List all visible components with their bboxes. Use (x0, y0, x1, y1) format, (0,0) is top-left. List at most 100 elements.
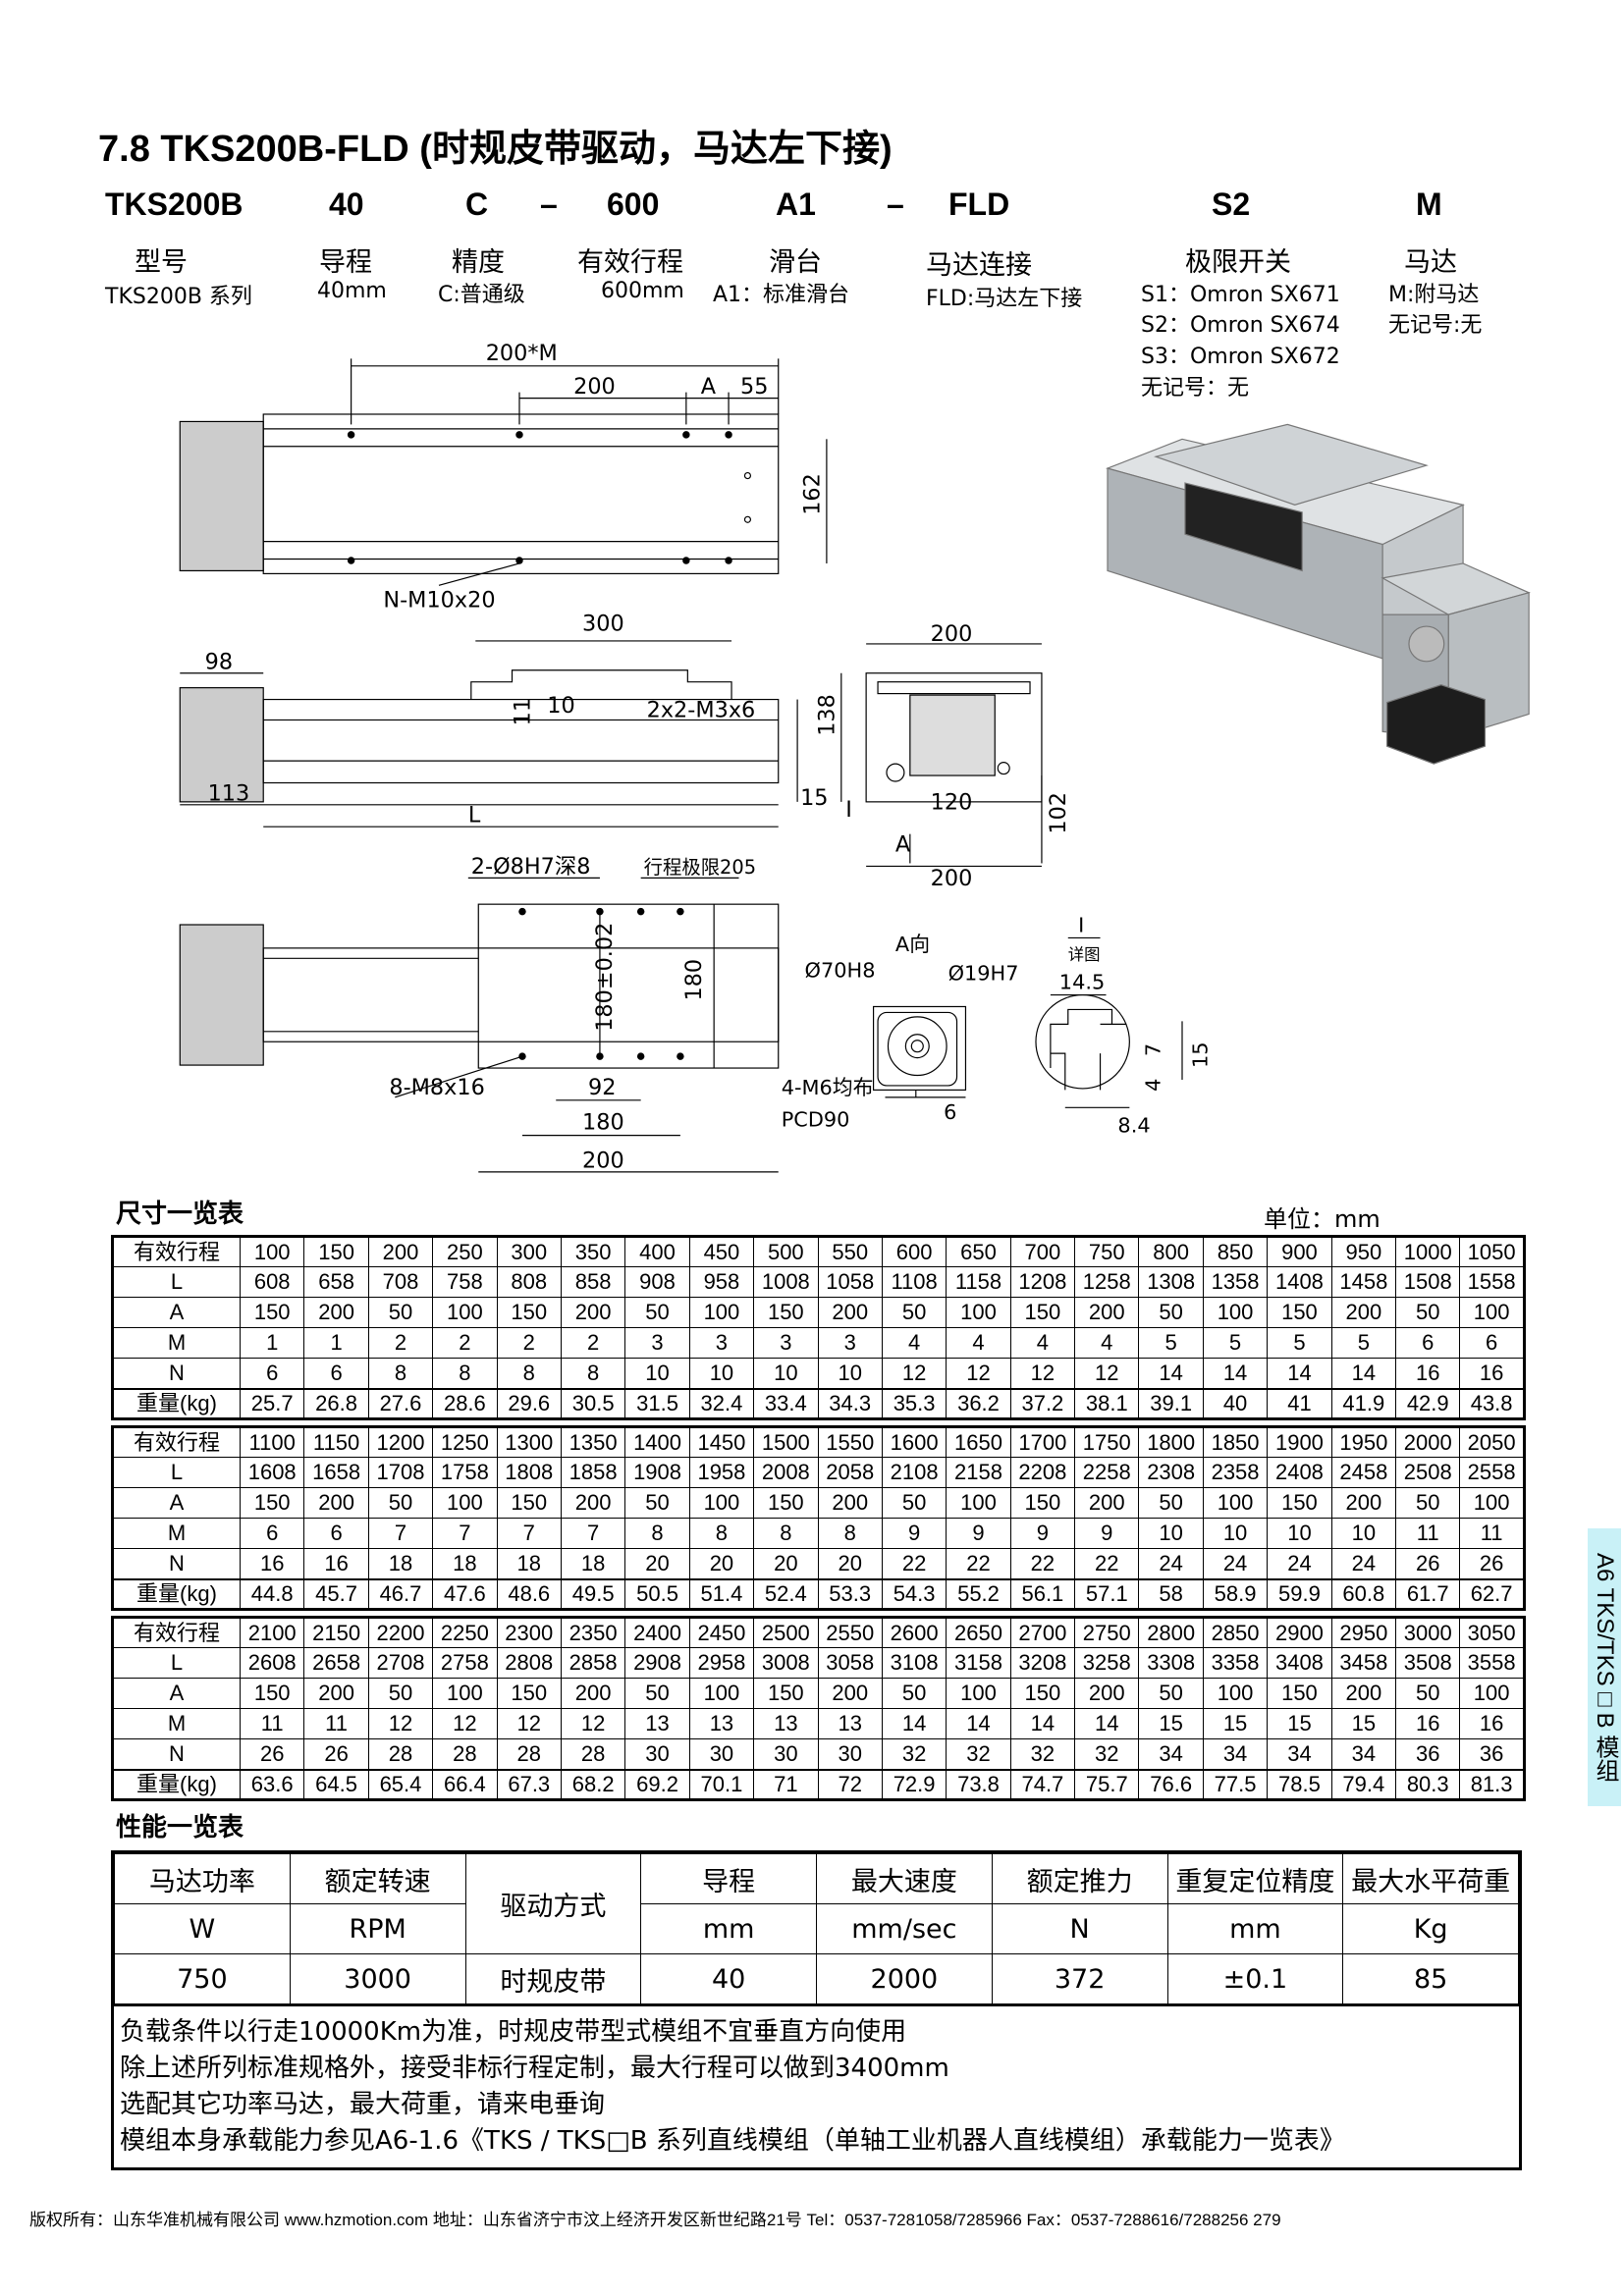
table-cell: 32.4 (688, 1387, 755, 1419)
table-cell: 900 (1267, 1236, 1332, 1267)
dim-table-title: 尺寸一览表 (116, 1200, 244, 1229)
table-cell: 150 (1009, 1678, 1076, 1709)
dim-200: 200 (573, 374, 616, 400)
table-cell: 1608 (239, 1457, 305, 1488)
table-cell: 200 (1074, 1297, 1140, 1328)
table-cell: 850 (1202, 1236, 1269, 1267)
table-cell: 9 (881, 1518, 947, 1549)
table-cell: 4 (881, 1327, 947, 1359)
table-cell: 1250 (432, 1426, 498, 1458)
table-cell: 50 (367, 1487, 434, 1519)
table-cell: 2350 (560, 1617, 626, 1648)
table-cell: 1458 (1330, 1266, 1397, 1298)
table-cell: 758 (432, 1266, 498, 1298)
table-cell: 100 (1202, 1678, 1269, 1709)
sub-motor-m: M:附马达 (1388, 283, 1480, 307)
table-cell: 150 (303, 1236, 369, 1267)
label-lead: 导程 (319, 247, 372, 278)
table-cell: 50 (1138, 1297, 1204, 1328)
code-switch: S2 (1212, 187, 1251, 222)
table-cell: 39.1 (1138, 1387, 1204, 1419)
table-cell: 57.1 (1074, 1577, 1140, 1610)
table-cell: 150 (496, 1487, 562, 1519)
table-cell: 950 (1330, 1236, 1397, 1267)
table-cell: 16 (303, 1548, 369, 1579)
row-header: 有效行程 (112, 1617, 241, 1648)
dim-113: 113 (208, 780, 250, 806)
detail-sub: 详图 (1068, 945, 1101, 964)
table-cell: 18 (367, 1548, 434, 1579)
table-cell: 750 (1074, 1236, 1140, 1267)
table-cell: 2050 (1459, 1426, 1525, 1458)
table-cell: 1700 (1009, 1426, 1076, 1458)
code-dash: – (887, 187, 904, 222)
row-header: L (112, 1457, 241, 1488)
row-header: 重量(kg) (112, 1577, 241, 1610)
table-cell: 2400 (624, 1617, 690, 1648)
table-cell: 1108 (881, 1266, 947, 1298)
table-cell: 60.8 (1330, 1577, 1397, 1610)
table-cell: 1300 (496, 1426, 562, 1458)
table-cell: 58 (1138, 1577, 1204, 1610)
dim-pcd90: PCD90 (782, 1108, 850, 1132)
sub-slide: A1：标准滑台 (713, 283, 850, 307)
note-line: 除上述所列标准规格外，接受非标行程定制，最大行程可以做到3400mm (120, 2054, 949, 2083)
table-cell: 1800 (1138, 1426, 1204, 1458)
table-cell: 74.7 (1009, 1768, 1076, 1800)
row-header: A (112, 1297, 241, 1328)
table-cell: 50 (881, 1297, 947, 1328)
table-cell: 2958 (688, 1647, 755, 1679)
table-cell: 10 (624, 1358, 690, 1389)
table-cell: 62.7 (1459, 1577, 1525, 1610)
table-cell: 14 (1267, 1358, 1332, 1389)
table-cell: 50 (881, 1678, 947, 1709)
code-model: TKS200B (105, 187, 244, 222)
perf-unit: mm (640, 1903, 817, 1954)
sub-precision: C:普通级 (438, 283, 525, 307)
table-cell: 7 (432, 1518, 498, 1549)
table-cell: 30 (688, 1738, 755, 1770)
table-cell: 55.2 (946, 1577, 1011, 1610)
table-cell: 14 (946, 1708, 1011, 1739)
end-view (840, 643, 1043, 868)
a-view-title: A向 (895, 933, 930, 956)
table-cell: 2700 (1009, 1617, 1076, 1648)
section-side-tab[interactable]: A6 TKS/TKS□B 模组 (1588, 1528, 1621, 1806)
table-cell: 150 (1267, 1487, 1332, 1519)
table-cell: 3408 (1267, 1647, 1332, 1679)
sub-switch-s3: S3：Omron SX672 (1141, 345, 1340, 369)
perf-header: 驱动方式 (464, 1853, 642, 1954)
table-cell: 18 (560, 1548, 626, 1579)
table-cell: 11 (239, 1708, 305, 1739)
table-cell: 6 (1459, 1327, 1525, 1359)
notes: 负载条件以行走10000Km为准，时规皮带型式模组不宜垂直方向使用除上述所列标准… (114, 2004, 1519, 2167)
table-cell: 34 (1138, 1738, 1204, 1770)
table-cell: 22 (1009, 1548, 1076, 1579)
table-cell: 1658 (303, 1457, 369, 1488)
table-cell: 3108 (881, 1647, 947, 1679)
table-cell: 26 (1459, 1548, 1525, 1579)
table-cell: 3158 (946, 1647, 1011, 1679)
table-cell: 14 (1074, 1708, 1140, 1739)
table-cell: 200 (303, 1678, 369, 1709)
table-cell: 16 (1459, 1358, 1525, 1389)
table-cell: 958 (688, 1266, 755, 1298)
table-cell: 1100 (239, 1426, 305, 1458)
perf-unit: W (114, 1903, 291, 1954)
table-cell: 200 (560, 1678, 626, 1709)
module-3d-render (1106, 423, 1531, 765)
table-cell: 708 (367, 1266, 434, 1298)
table-cell: 150 (753, 1297, 819, 1328)
table-cell: 50 (881, 1487, 947, 1519)
table-cell: 1058 (817, 1266, 883, 1298)
table-cell: 2500 (753, 1617, 819, 1648)
a-view (872, 1005, 967, 1098)
table-cell: 1408 (1267, 1266, 1332, 1298)
table-cell: 7 (560, 1518, 626, 1549)
table-cell: 1600 (881, 1426, 947, 1458)
table-cell: 550 (817, 1236, 883, 1267)
